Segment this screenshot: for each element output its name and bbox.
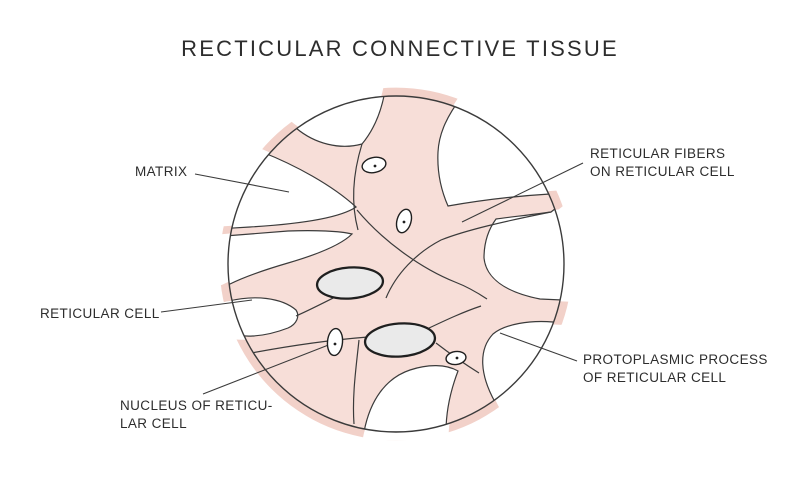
microscope-field-circle: [227, 95, 565, 433]
matrix-leader-line: [194, 173, 290, 193]
matrix-label: MATRIX: [135, 163, 187, 181]
nucleus-label: NUCLEUS OF RETICU- LAR CELL: [120, 397, 273, 433]
reticular-cell-leader-line: [160, 299, 253, 313]
protoplasmic-label-line2: OF RETICULAR CELL: [583, 370, 727, 385]
reticular-cell-label-line: RETICULAR CELL: [40, 306, 160, 321]
reticular-cell-label: RETICULAR CELL: [40, 305, 160, 323]
nucleus-label-line1: NUCLEUS OF RETICU-: [120, 398, 273, 413]
nucleus-cell-c: [326, 327, 344, 357]
reticular-fibers-label-line1: RETICULAR FIBERS: [590, 146, 726, 161]
reticular-fiber-strands: [245, 143, 552, 425]
protoplasmic-label-line1: PROTOPLASMIC PROCESS: [583, 352, 768, 367]
protoplasmic-label: PROTOPLASMIC PROCESS OF RETICULAR CELL: [583, 351, 768, 387]
nucleus-dot: [373, 164, 377, 168]
nucleus-cell-a: [361, 156, 387, 174]
nucleus-leader-line: [202, 343, 332, 395]
leader-lines: [160, 162, 584, 395]
nucleus-dots: [333, 164, 459, 360]
protoplasmic-leader-line: [499, 332, 578, 362]
nucleus-label-line2: LAR CELL: [120, 416, 187, 431]
nucleus-dot: [455, 356, 459, 360]
nucleus-cells: [326, 156, 467, 366]
reticular-fibers-label: RETICULAR FIBERS ON RETICULAR CELL: [590, 145, 735, 181]
nucleus-dot: [333, 342, 337, 346]
reticular-cell-body-2: [363, 322, 437, 358]
tissue-body: [228, 96, 564, 432]
reticular-fibers-label-line2: ON RETICULAR CELL: [590, 164, 735, 179]
matrix-label-line: MATRIX: [135, 164, 188, 179]
fibers-leader-line: [461, 162, 584, 223]
reticular-cell-body-1: [315, 266, 385, 300]
nucleus-dot: [402, 220, 406, 224]
diagram-title: RECTICULAR CONNECTIVE TISSUE: [181, 36, 619, 61]
reticular-cell-bodies: [315, 266, 437, 358]
